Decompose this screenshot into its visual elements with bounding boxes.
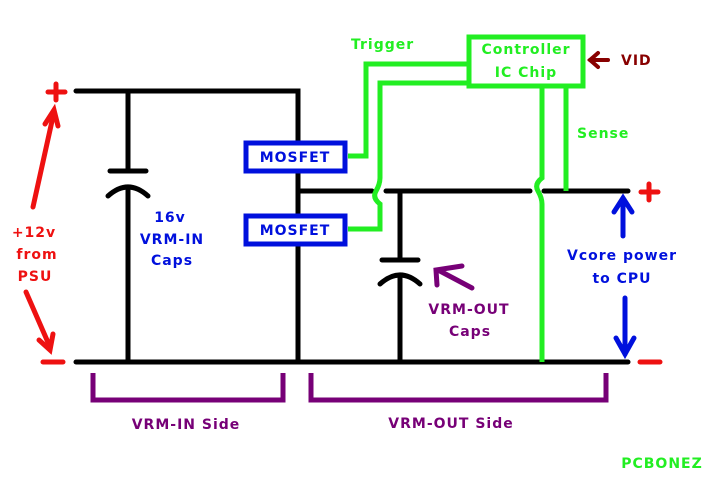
vcore-label-line2: to CPU [592, 271, 651, 287]
trigger-label: Trigger [351, 37, 414, 53]
signal-wires [348, 34, 586, 362]
credit-label: PCBONEZ [621, 456, 703, 472]
sense-label: Sense [577, 126, 629, 142]
vrm-in-bracket [90, 373, 286, 403]
side-brackets [90, 373, 609, 403]
controller-ic-box [466, 34, 586, 89]
psu-arrow-down [23, 289, 53, 350]
input-positive-rail [73, 88, 301, 145]
psu-arrow-up [30, 109, 57, 210]
psu-label-line3: PSU [18, 269, 53, 285]
vid-arrow [586, 51, 610, 69]
psu-label-line1: +12v [12, 225, 56, 241]
vrm-out-side-label: VRM-OUT Side [388, 416, 513, 432]
vrm-in-caps-label-line2: VRM-IN [140, 232, 204, 248]
vcore-arrows [611, 193, 637, 360]
trigger-wire-top [348, 61, 470, 159]
psu-arrow-up-head [42, 103, 61, 129]
vrm-out-caps-label-line1: VRM-OUT [428, 302, 509, 318]
vid-label: VID [621, 53, 652, 69]
controller-label-line2: IC Chip [495, 65, 557, 81]
controller-label-line1: Controller [481, 42, 570, 58]
vcore-arrow-down-head [613, 335, 637, 360]
vrm-out-caps-label-line2: Caps [449, 324, 491, 340]
psu-label-line2: from [16, 247, 57, 263]
psu-indicators [23, 81, 663, 365]
sense-ground-wire [534, 85, 545, 362]
trigger-wire-bottom [348, 80, 470, 232]
vrm-out-bracket [308, 373, 609, 403]
mosfet-bottom-box [243, 213, 348, 247]
vcore-label-line1: Vcore power [567, 248, 677, 264]
vrm-in-caps-label-line3: Caps [151, 253, 193, 269]
mosfet-top-box [243, 140, 348, 174]
mosfet-bottom-label: MOSFET [260, 223, 331, 239]
power-wires [73, 88, 631, 365]
vcore-arrow-up-head [611, 193, 635, 215]
vrm-in-caps-label-line1: 16v [154, 210, 186, 226]
vrm-in-side-label: VRM-IN Side [132, 417, 241, 433]
psu-arrow-down-head [36, 331, 56, 355]
vrm-out-caps-arrow [433, 263, 475, 291]
mosfet-top-label: MOSFET [260, 150, 331, 166]
